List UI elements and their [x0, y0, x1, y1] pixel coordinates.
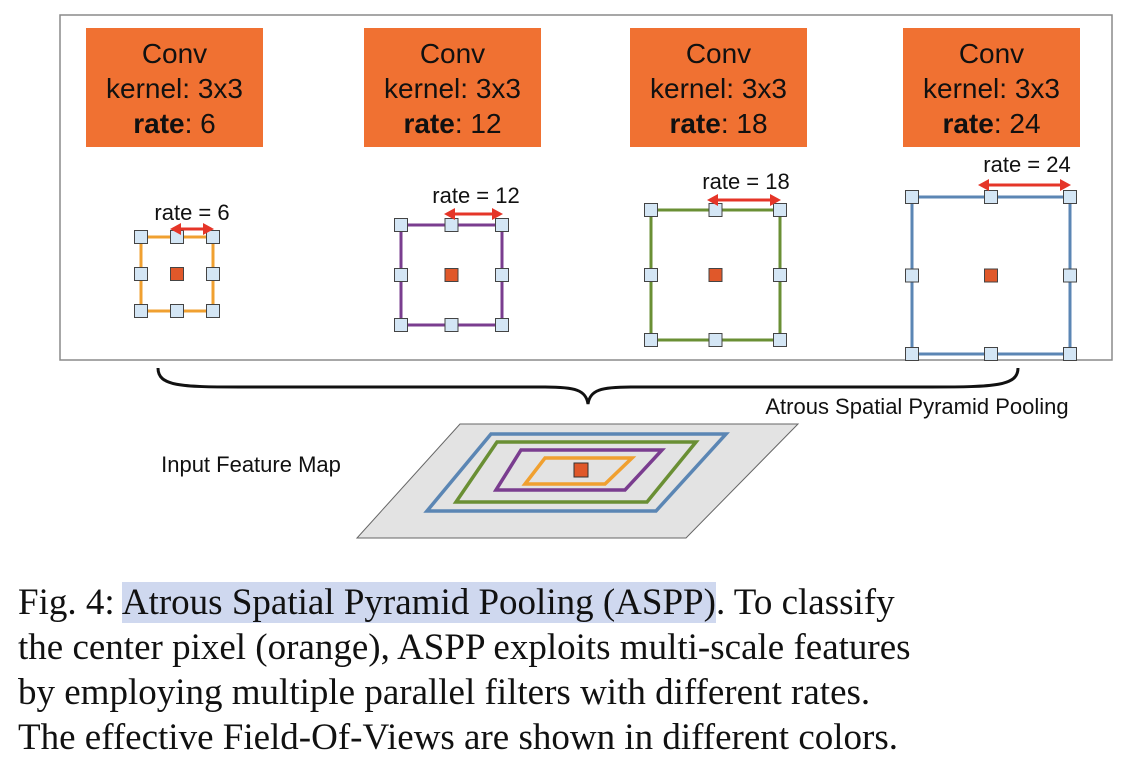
- conv-box-rate-12: Conv kernel: 3x3 rate: 12: [364, 28, 541, 147]
- rate-arrow-head-right: [770, 194, 781, 206]
- center-pixel: [984, 268, 998, 283]
- sample-pixel: [170, 304, 184, 318]
- sample-pixel: [708, 333, 723, 347]
- rate-label-6: rate = 6: [154, 200, 229, 225]
- rate-label-18: rate = 18: [702, 169, 789, 194]
- sample-pixel: [495, 268, 509, 282]
- conv-rate: rate: 24: [942, 108, 1040, 139]
- dilated-filter-rate-24: [905, 179, 1077, 361]
- rate-label-24: rate = 24: [983, 152, 1070, 177]
- conv-title: Conv: [959, 38, 1024, 69]
- conv-box-bg: [903, 28, 1080, 147]
- conv-rate-key: rate: [403, 108, 454, 139]
- fov-ring-3: [492, 448, 667, 492]
- caption-line-3: by employing multiple parallel filters w…: [18, 672, 871, 713]
- caption-line1-rest: . To classify: [715, 582, 895, 623]
- rate-arrow-head-left: [170, 223, 181, 235]
- aspp-label: Atrous Spatial Pyramid Pooling: [765, 394, 1068, 419]
- conv-kernel: kernel: 3x3: [650, 73, 787, 104]
- sample-pixel: [905, 190, 919, 204]
- input-center-pixel: [573, 462, 589, 478]
- grouping-brace: [156, 367, 1020, 405]
- sample-pixel: [1063, 268, 1077, 283]
- sample-pixel: [773, 268, 787, 282]
- sample-pixel: [1063, 347, 1077, 361]
- center-pixel: [444, 268, 459, 282]
- caption-line-2: the center pixel (orange), ASPP exploits…: [18, 627, 911, 668]
- conv-rate: rate: 18: [669, 108, 767, 139]
- dilated-filter-rate-12: [394, 208, 509, 332]
- sample-pixel: [773, 333, 787, 347]
- conv-title: Conv: [420, 38, 485, 69]
- sample-pixel: [773, 203, 787, 217]
- rate-arrow-head-right: [1060, 179, 1071, 191]
- fov-ring-2: [452, 440, 700, 504]
- conv-title: Conv: [142, 38, 207, 69]
- rate-arrow-head-left: [444, 208, 455, 220]
- rate-arrow-head-right: [492, 208, 503, 220]
- center-pixel: [708, 268, 723, 282]
- conv-rate-key: rate: [942, 108, 993, 139]
- sample-pixel: [394, 318, 408, 332]
- caption-line-1: Fig. 4: Atrous Spatial Pyramid Pooling (…: [18, 580, 1108, 625]
- sample-pixel: [134, 230, 148, 244]
- conv-kernel: kernel: 3x3: [384, 73, 521, 104]
- conv-kernel: kernel: 3x3: [106, 73, 243, 104]
- conv-rate-value: : 12: [455, 108, 502, 139]
- caption-prefix: Fig. 4:: [18, 582, 122, 623]
- dilated-filter-rate-6: [134, 223, 220, 318]
- sample-pixel: [206, 267, 220, 281]
- sample-pixel: [644, 333, 658, 347]
- conv-box-rate-24: Conv kernel: 3x3 rate: 24: [903, 28, 1080, 147]
- rate-arrow-head-right: [203, 223, 214, 235]
- sample-pixel: [134, 304, 148, 318]
- caption-line-4: The effective Field-Of-Views are shown i…: [18, 717, 898, 758]
- input-feature-map-label: Input Feature Map: [161, 452, 341, 477]
- conv-title: Conv: [686, 38, 751, 69]
- figure-caption: Fig. 4: Atrous Spatial Pyramid Pooling (…: [18, 580, 1108, 760]
- fov-ring-4: [521, 456, 637, 486]
- sample-pixel: [644, 203, 658, 217]
- sample-pixel: [1063, 190, 1077, 204]
- sample-pixel: [495, 318, 509, 332]
- sample-pixel: [905, 347, 919, 361]
- center-pixel: [170, 267, 184, 281]
- rate-label-12: rate = 12: [432, 183, 519, 208]
- conv-rate: rate: 12: [403, 108, 501, 139]
- conv-box-rate-18: Conv kernel: 3x3 rate: 18: [630, 28, 807, 147]
- sample-pixel: [206, 304, 220, 318]
- rate-arrow-head-left: [978, 179, 989, 191]
- sample-pixel: [394, 218, 408, 232]
- aspp-diagram: Conv kernel: 3x3 rate: 6 Conv kernel: 3x…: [59, 14, 1113, 539]
- sample-pixel: [134, 267, 148, 281]
- conv-box-bg: [630, 28, 807, 147]
- sample-pixel: [444, 318, 459, 332]
- conv-box-rate-6: Conv kernel: 3x3 rate: 6: [86, 28, 263, 147]
- conv-rate: rate: 6: [133, 108, 216, 139]
- conv-rate-value: : 6: [185, 108, 216, 139]
- conv-rate-value: : 24: [994, 108, 1041, 139]
- rate-arrow-head-left: [707, 194, 718, 206]
- sample-pixel: [394, 268, 408, 282]
- caption-highlight: Atrous Spatial Pyramid Pooling (ASPP): [121, 582, 716, 623]
- conv-rate-key: rate: [669, 108, 720, 139]
- sample-pixel: [905, 268, 919, 283]
- sample-pixel: [444, 218, 459, 232]
- sample-pixel: [206, 230, 220, 244]
- conv-kernel: kernel: 3x3: [923, 73, 1060, 104]
- sample-pixel: [644, 268, 658, 282]
- sample-pixel: [984, 347, 998, 361]
- aspp-frame: [59, 14, 1113, 361]
- sample-pixel: [495, 218, 509, 232]
- field-of-view-rings: [423, 432, 730, 513]
- sample-pixel: [708, 203, 723, 217]
- conv-rate-value: : 18: [721, 108, 768, 139]
- conv-box-bg: [364, 28, 541, 147]
- conv-rate-key: rate: [133, 108, 184, 139]
- fov-ring-1: [423, 432, 730, 513]
- dilated-filter-rate-18: [644, 194, 787, 347]
- sample-pixel: [984, 190, 998, 204]
- conv-box-bg: [86, 28, 263, 147]
